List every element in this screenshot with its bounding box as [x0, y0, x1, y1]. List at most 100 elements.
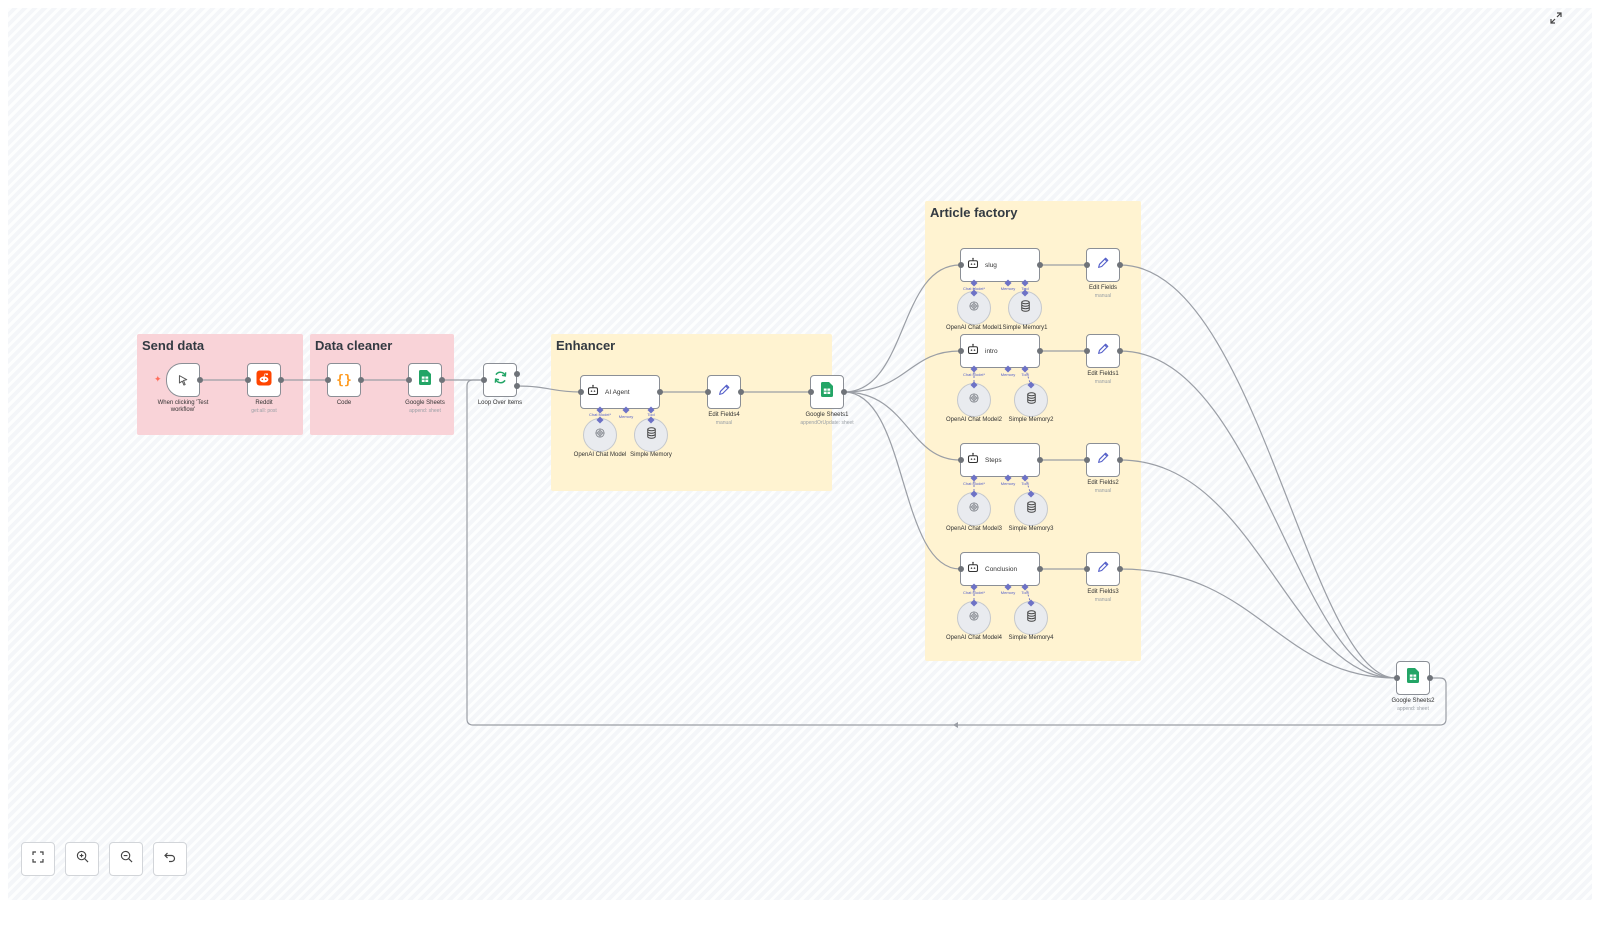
node-label: Steps [985, 456, 1002, 464]
port-label: Memory [1000, 286, 1016, 291]
reddit-node[interactable] [247, 363, 281, 397]
port-label: Chat Model* [588, 412, 612, 417]
output-port[interactable] [278, 377, 284, 383]
output-port[interactable] [657, 389, 663, 395]
output-port[interactable] [738, 389, 744, 395]
node-subtitle: appendOrUpdate: sheet [800, 420, 854, 426]
expand-canvas-button[interactable] [1548, 12, 1564, 28]
port-label: Chat Model* [962, 590, 986, 595]
pencil-icon [717, 383, 731, 402]
output-port[interactable] [1427, 675, 1433, 681]
output-port[interactable] [1117, 566, 1123, 572]
output-port[interactable] [358, 377, 364, 383]
output-port[interactable] [1037, 566, 1043, 572]
simple-memory-node[interactable] [1014, 383, 1048, 417]
zoom-out-button[interactable] [109, 842, 143, 876]
pencil-icon [1096, 256, 1110, 275]
fit-view-button[interactable] [21, 842, 55, 876]
database-icon [1020, 299, 1031, 317]
output-port[interactable] [1117, 348, 1123, 354]
edit-fields-node[interactable] [1086, 248, 1120, 282]
node-label: Loop Over Items [477, 400, 523, 406]
input-port[interactable] [406, 377, 412, 383]
group-enhancer[interactable]: Enhancer [551, 334, 832, 491]
node-subtitle: append: sheet [409, 408, 441, 414]
loop-over-items-node[interactable] [483, 363, 517, 397]
output-port[interactable] [1117, 262, 1123, 268]
google-sheets-node[interactable] [810, 375, 844, 409]
google-sheets-icon [1407, 668, 1419, 688]
output-port-done[interactable] [514, 371, 520, 377]
port-label: Tool [1021, 286, 1028, 291]
code-node[interactable]: {} [327, 363, 361, 397]
node-label: AI Agent [605, 388, 630, 396]
node-label: Edit Fields2 [1087, 480, 1119, 486]
reddit-icon [256, 370, 272, 391]
edit-fields-node[interactable] [1086, 552, 1120, 586]
openai-chat-model-node[interactable] [957, 492, 991, 526]
input-port[interactable] [325, 377, 331, 383]
google-sheets-node[interactable] [408, 363, 442, 397]
edit-fields-node[interactable] [707, 375, 741, 409]
openai-chat-model-node[interactable] [957, 383, 991, 417]
output-port[interactable] [1117, 457, 1123, 463]
robot-icon [587, 383, 599, 401]
input-port[interactable] [705, 389, 711, 395]
openai-icon [968, 299, 980, 317]
input-port[interactable] [481, 377, 487, 383]
node-label: Edit Fields3 [1087, 589, 1119, 595]
reset-zoom-button[interactable] [153, 842, 187, 876]
output-port[interactable] [439, 377, 445, 383]
ai-agent-node[interactable]: AI Agent [580, 375, 660, 409]
port-label: Memory [1000, 590, 1016, 595]
simple-memory-node[interactable] [634, 418, 668, 452]
simple-memory-node[interactable] [1014, 492, 1048, 526]
node-subtitle: manual [1094, 597, 1112, 603]
input-port[interactable] [1084, 348, 1090, 354]
input-port[interactable] [958, 457, 964, 463]
openai-icon [968, 500, 980, 518]
input-port[interactable] [1084, 457, 1090, 463]
google-sheets-node[interactable] [1396, 661, 1430, 695]
node-label: Reddit [255, 400, 273, 406]
group-title: Send data [142, 338, 205, 353]
pencil-icon [1096, 342, 1110, 361]
node-label: When clicking 'Test workflow' [157, 400, 209, 413]
slug-agent-node[interactable]: slug [960, 248, 1040, 282]
input-port[interactable] [1084, 262, 1090, 268]
input-port[interactable] [245, 377, 251, 383]
output-port[interactable] [1037, 348, 1043, 354]
input-port[interactable] [808, 389, 814, 395]
input-port[interactable] [958, 262, 964, 268]
conclusion-agent-node[interactable]: Conclusion [960, 552, 1040, 586]
zoom-in-button[interactable] [65, 842, 99, 876]
node-label: OpenAI Chat Model [573, 452, 627, 458]
output-port[interactable] [841, 389, 847, 395]
node-label: Simple Memory3 [1008, 526, 1054, 532]
database-icon [1026, 391, 1037, 409]
steps-agent-node[interactable]: Steps [960, 443, 1040, 477]
edit-fields-node[interactable] [1086, 443, 1120, 477]
input-port[interactable] [1084, 566, 1090, 572]
database-icon [1026, 500, 1037, 518]
output-port[interactable] [197, 377, 203, 383]
cursor-click-icon [177, 374, 190, 387]
edit-fields-node[interactable] [1086, 334, 1120, 368]
output-port[interactable] [1037, 457, 1043, 463]
input-port[interactable] [958, 348, 964, 354]
openai-icon [968, 609, 980, 627]
input-port[interactable] [958, 566, 964, 572]
output-port[interactable] [1037, 262, 1043, 268]
node-label: Edit Fields [1088, 285, 1118, 291]
manual-trigger-node[interactable] [166, 363, 200, 397]
output-port-loop[interactable] [514, 383, 520, 389]
simple-memory-node[interactable] [1014, 601, 1048, 635]
input-port[interactable] [578, 389, 584, 395]
intro-agent-node[interactable]: intro [960, 334, 1040, 368]
pencil-icon [1096, 451, 1110, 470]
zoom-out-icon [120, 850, 133, 868]
node-label: Google Sheets [405, 400, 445, 406]
workflow-canvas[interactable]: Send data Data cleaner Enhancer Article … [8, 8, 1592, 900]
input-port[interactable] [1394, 675, 1400, 681]
openai-chat-model-node[interactable] [957, 601, 991, 635]
